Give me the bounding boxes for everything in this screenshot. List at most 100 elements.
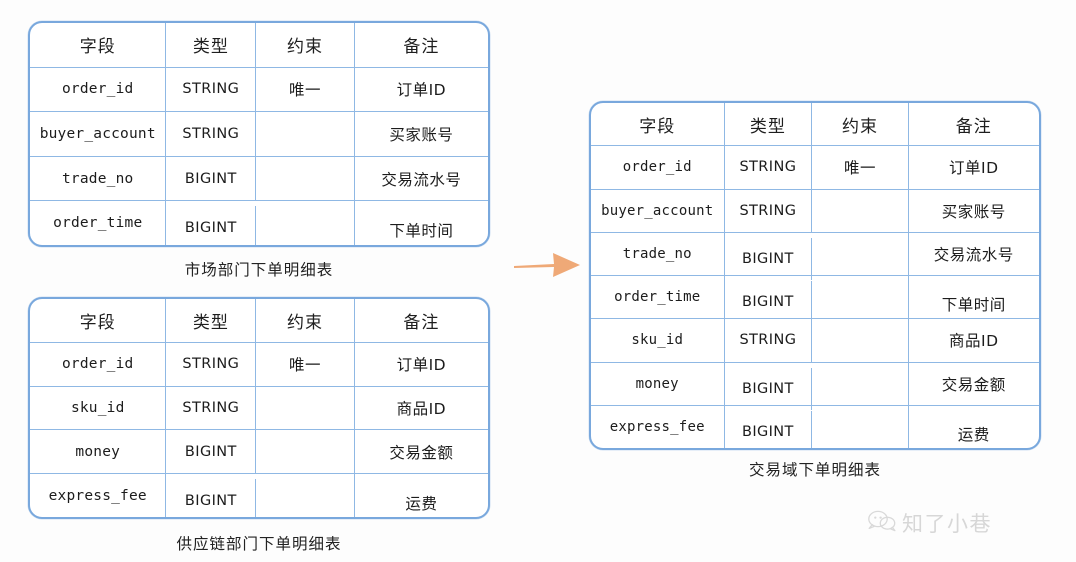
cell-constraint: 唯一 <box>812 146 909 189</box>
cell-note: 商品ID <box>396 399 447 418</box>
wechat-logo-icon <box>866 509 896 537</box>
cell-constraint <box>812 405 909 448</box>
column-header-note: 备注 <box>955 116 992 137</box>
table-block-supply-chain-order-detail: 字段 类型 约束 备注 order_id STRING 唯一 订单ID sku_… <box>28 297 490 519</box>
cell-constraint <box>812 232 909 275</box>
cell-type: STRING <box>166 386 257 430</box>
cell-type: STRING <box>166 67 257 112</box>
column-header-type: 类型 <box>166 299 257 342</box>
cell-constraint <box>256 201 355 245</box>
cell-constraint: 唯一 <box>256 342 355 386</box>
cell-note: 交易流水号 <box>933 245 1014 264</box>
table-row: order_time BIGINT 下单时间 <box>591 276 1039 324</box>
column-header-constraint: 约束 <box>256 299 355 342</box>
cell-field: money <box>591 362 725 405</box>
cell-note: 交易流水号 <box>381 170 462 189</box>
cell-constraint <box>256 156 355 201</box>
cell-constraint <box>812 319 909 362</box>
cell-constraint <box>812 189 909 232</box>
column-header-note: 备注 <box>403 312 440 333</box>
cell-field: order_id <box>591 146 725 189</box>
table-caption-market-order-detail: 市场部门下单明细表 <box>184 261 334 279</box>
table-header-row: 字段 类型 约束 备注 <box>30 299 488 343</box>
right-arrow-icon <box>512 248 582 282</box>
cell-field: order_time <box>30 201 167 245</box>
cell-field: sku_id <box>30 386 167 430</box>
cell-type: BIGINT <box>166 479 257 517</box>
cell-type: BIGINT <box>166 430 257 474</box>
cell-type: BIGINT <box>725 410 813 448</box>
cell-field: buyer_account <box>591 189 725 232</box>
cell-field: order_time <box>591 276 725 319</box>
cell-type: BIGINT <box>166 156 257 201</box>
column-header-field: 字段 <box>591 103 725 146</box>
cell-note: 订单ID <box>949 159 999 178</box>
cell-note: 交易金额 <box>941 375 1006 394</box>
cell-field: order_id <box>30 342 167 386</box>
column-header-note: 备注 <box>403 37 440 58</box>
watermark-text: 知了小巷 <box>902 512 992 536</box>
column-header-constraint: 约束 <box>256 23 355 67</box>
table-supply-chain-order-detail: 字段 类型 约束 备注 order_id STRING 唯一 订单ID sku_… <box>28 297 490 519</box>
cell-note: 运费 <box>405 494 438 513</box>
column-header-constraint: 约束 <box>812 103 909 146</box>
cell-field: buyer_account <box>30 112 167 156</box>
cell-type: BIGINT <box>725 237 813 280</box>
table-header-row: 字段 类型 约束 备注 <box>591 103 1039 147</box>
cell-type: STRING <box>725 319 813 362</box>
cell-note: 下单时间 <box>389 222 454 241</box>
column-header-field: 字段 <box>30 299 167 342</box>
cell-type: BIGINT <box>725 367 813 410</box>
cell-field: order_id <box>30 67 167 112</box>
table-row: trade_no BIGINT 交易流水号 <box>591 232 1039 280</box>
column-header-type: 类型 <box>725 103 813 146</box>
watermark: 知了小巷 <box>866 508 992 538</box>
table-row: trade_no BIGINT 交易流水号 <box>30 156 488 202</box>
table-header-row: 字段 类型 约束 备注 <box>30 23 488 68</box>
cell-type: BIGINT <box>166 206 257 245</box>
table-row: express_fee BIGINT 运费 <box>30 474 488 517</box>
column-header-type: 类型 <box>166 23 257 67</box>
cell-note: 交易金额 <box>389 443 454 462</box>
cell-type: STRING <box>166 342 257 386</box>
cell-type: STRING <box>166 112 257 156</box>
table-row: order_id STRING 唯一 订单ID <box>591 146 1039 190</box>
table-row: money BIGINT 交易金额 <box>30 430 488 475</box>
cell-type: BIGINT <box>725 281 813 324</box>
cell-constraint <box>812 276 909 319</box>
cell-field: express_fee <box>591 405 725 448</box>
table-block-trade-domain-order-detail: 字段 类型 约束 备注 order_id STRING 唯一 订单ID buye… <box>589 101 1041 450</box>
table-row: money BIGINT 交易金额 <box>591 362 1039 410</box>
table-caption-supply-chain-order-detail: 供应链部门下单明细表 <box>176 535 342 553</box>
cell-note: 下单时间 <box>941 296 1006 315</box>
cell-note: 买家账号 <box>941 202 1006 221</box>
cell-note: 订单ID <box>396 356 447 375</box>
cell-type: STRING <box>725 189 813 232</box>
table-trade-domain-order-detail: 字段 类型 约束 备注 order_id STRING 唯一 订单ID buye… <box>589 101 1041 450</box>
cell-note: 订单ID <box>396 81 447 100</box>
column-header-field: 字段 <box>30 23 167 67</box>
table-row: sku_id STRING 商品ID <box>30 386 488 431</box>
cell-type: STRING <box>725 146 813 189</box>
cell-field: sku_id <box>591 319 725 362</box>
table-block-market-order-detail: 字段 类型 约束 备注 order_id STRING 唯一 订单ID buye… <box>28 21 490 247</box>
table-row: buyer_account STRING 买家账号 <box>591 189 1039 233</box>
table-row: order_time BIGINT 下单时间 <box>30 201 488 245</box>
cell-constraint <box>256 112 355 156</box>
cell-field: trade_no <box>591 232 725 275</box>
cell-constraint <box>256 386 355 430</box>
cell-field: trade_no <box>30 156 167 201</box>
table-row: buyer_account STRING 买家账号 <box>30 112 488 157</box>
cell-constraint <box>812 362 909 405</box>
cell-field: express_fee <box>30 474 167 517</box>
cell-constraint: 唯一 <box>256 67 355 112</box>
cell-note: 商品ID <box>949 332 999 351</box>
table-market-order-detail: 字段 类型 约束 备注 order_id STRING 唯一 订单ID buye… <box>28 21 490 247</box>
table-row: sku_id STRING 商品ID <box>591 319 1039 363</box>
cell-note: 运费 <box>957 425 990 444</box>
table-caption-trade-domain-order-detail: 交易域下单明细表 <box>748 461 881 479</box>
table-row: express_fee BIGINT 运费 <box>591 405 1039 448</box>
cell-constraint <box>256 430 355 474</box>
cell-field: money <box>30 430 167 474</box>
